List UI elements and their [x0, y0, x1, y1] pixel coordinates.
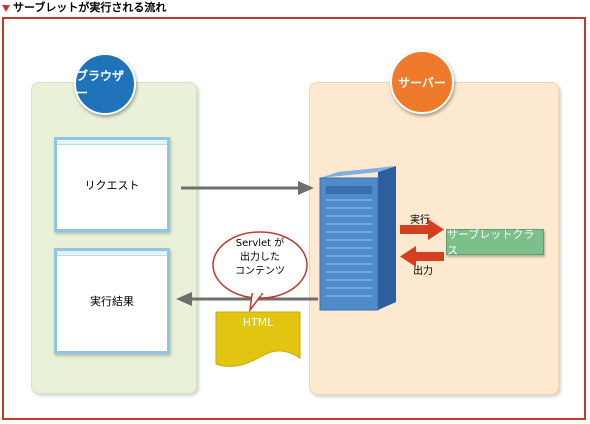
result-window: 実行結果 [54, 248, 170, 354]
result-label: 実行結果 [90, 295, 134, 308]
request-label: リクエスト [84, 178, 140, 192]
browser-label: ブラウザー [76, 69, 125, 100]
bubble-line-3: コンテンツ [235, 266, 285, 277]
request-window: リクエスト [54, 137, 170, 232]
server-icon [319, 166, 396, 311]
html-document-icon [215, 311, 301, 367]
servlet-class-box: サーブレットクラス [446, 228, 544, 257]
request-arrow-icon [181, 181, 314, 195]
output-arrow-icon [400, 246, 444, 267]
execute-arrow-icon [400, 219, 444, 240]
figure-title-text: サーブレットが実行される流れ [13, 1, 167, 14]
triangle-marker-icon [2, 4, 10, 12]
output-label: 出力 [413, 266, 433, 277]
figure-title: サーブレットが実行される流れ [2, 1, 166, 15]
server-badge: サーバー [390, 50, 454, 114]
speech-bubble [212, 231, 308, 313]
server-label: サーバー [398, 75, 446, 90]
execute-label: 実行 [410, 215, 430, 226]
window-titlebar [57, 140, 167, 145]
browser-badge: ブラウザー [74, 53, 136, 115]
bubble-line-1: Servlet が [235, 238, 285, 249]
window-titlebar [57, 251, 167, 256]
bubble-line-2: 出力した [240, 252, 280, 263]
bubble-text: Servlet が 出力した コンテンツ [218, 237, 302, 279]
servlet-class-label: サーブレットクラス [447, 228, 535, 257]
html-document-label: HTML [242, 316, 274, 329]
